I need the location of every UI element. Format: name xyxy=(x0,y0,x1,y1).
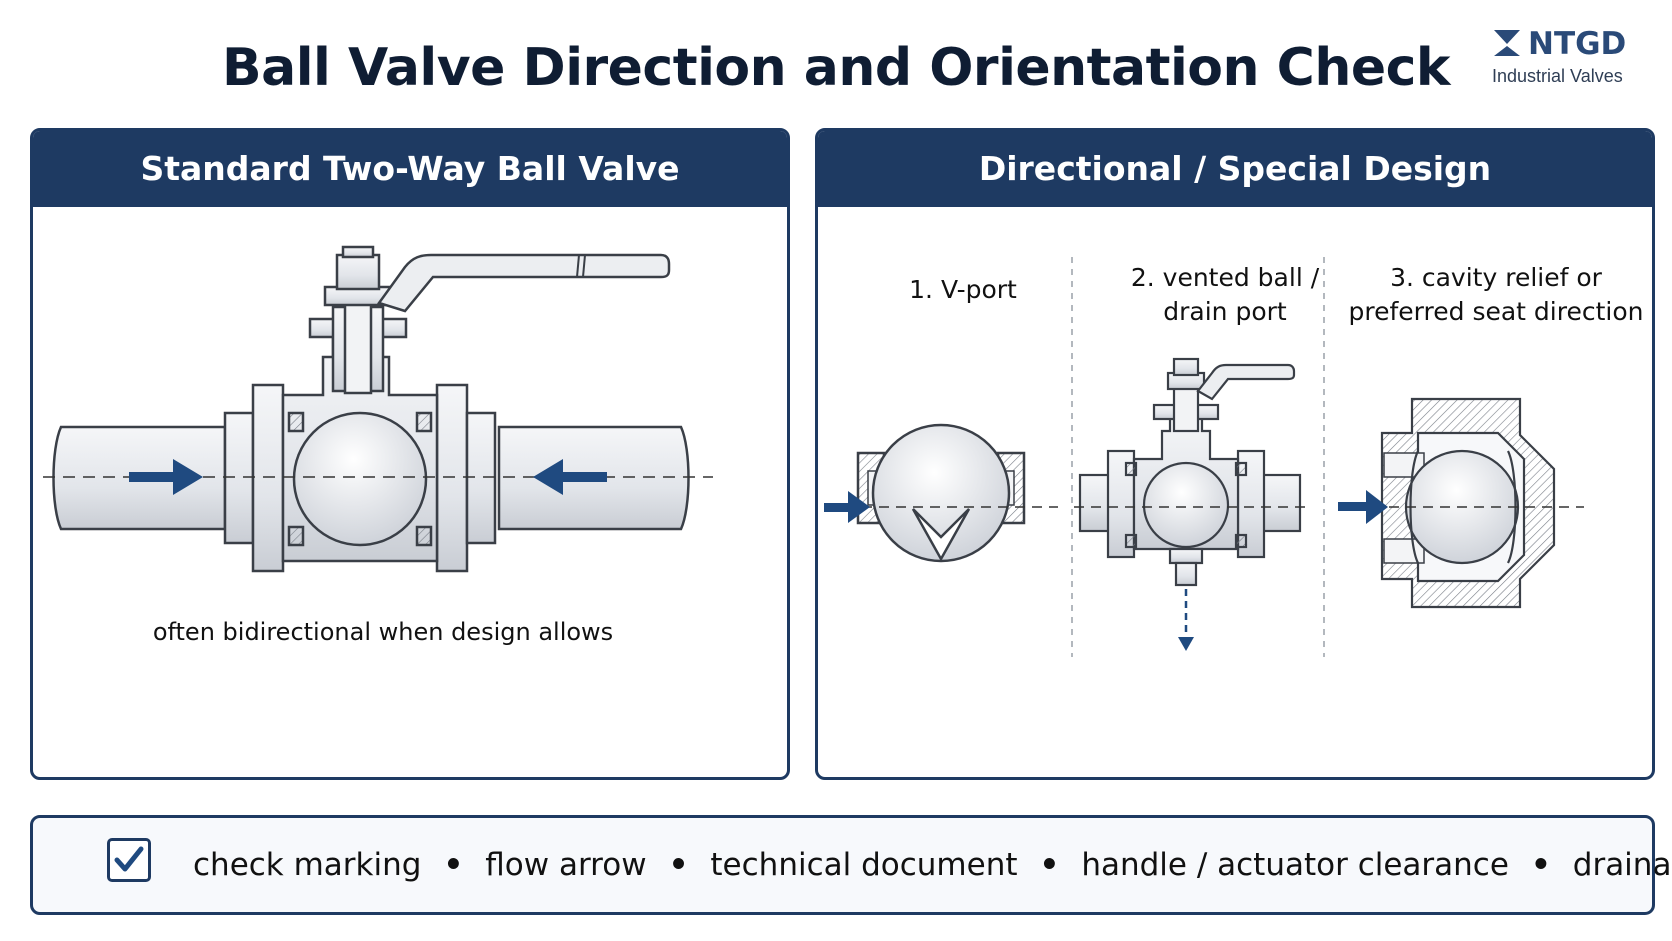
standard-valve-panel: Standard Two-Way Ball Valve xyxy=(30,128,790,780)
brand-logo: NTGD Industrial Valves xyxy=(1492,26,1652,87)
checkbox-checked-icon xyxy=(107,838,151,882)
vport-ball-drawing xyxy=(856,423,1026,563)
directional-design-header: Directional / Special Design xyxy=(818,131,1652,207)
page-title: Ball Valve Direction and Orientation Che… xyxy=(221,38,1451,98)
left-flange xyxy=(223,411,255,545)
standard-valve-caption: often bidirectional when design allows xyxy=(152,618,614,646)
checklist-bar: check marking • flow arrow • technical docum… xyxy=(30,815,1672,915)
separator-dot: • xyxy=(1039,847,1060,883)
checklist-item-marking: check marking xyxy=(193,847,422,883)
logo-brand-text: NTGD xyxy=(1528,26,1627,62)
standard-ball-valve-illustration xyxy=(43,245,713,573)
cavity-relief-drawing xyxy=(1380,397,1556,609)
v-notch-icon xyxy=(911,508,971,562)
vport-flow-arrow-icon xyxy=(824,491,870,523)
vented-ball-label: 2. vented ball / drain port xyxy=(1130,263,1320,326)
ball xyxy=(292,411,428,547)
checklist-items: check marking • flow arrow • technical docum… xyxy=(193,818,1672,912)
vented-valve-drawing xyxy=(1078,357,1302,587)
checklist-item-flow-arrow: flow arrow xyxy=(485,847,647,883)
checklist-item-drainage: drainage xyxy=(1572,847,1672,883)
cavity-relief-label: 3. cavity relief or preferred seat direc… xyxy=(1348,263,1644,326)
stem-nut xyxy=(335,253,381,291)
cavity-flow-arrow-icon xyxy=(1338,490,1388,524)
checklist-item-clearance: handle / actuator clearance xyxy=(1081,847,1509,883)
ntgd-logo-icon xyxy=(1494,30,1520,56)
handle xyxy=(376,253,671,313)
checklist-item-technical-document: technical document xyxy=(710,847,1018,883)
stem xyxy=(343,301,373,395)
flow-arrow-left-icon xyxy=(533,459,607,495)
right-flange xyxy=(435,383,469,573)
directional-valves-illustration xyxy=(824,257,1584,657)
directional-design-panel: Directional / Special Design 1. V-port 2… xyxy=(815,128,1655,780)
mini-handle xyxy=(1196,363,1296,401)
separator-dot: • xyxy=(1530,847,1551,883)
drain-arrow-icon xyxy=(1178,589,1194,651)
standard-valve-header: Standard Two-Way Ball Valve xyxy=(33,131,787,207)
flow-arrow-right-icon xyxy=(129,459,203,495)
logo-tagline: Industrial Valves xyxy=(1492,66,1623,86)
separator-dot: • xyxy=(443,847,464,883)
vport-label: 1. V-port xyxy=(909,275,1017,304)
drain-plug xyxy=(1168,547,1204,565)
separator-dot: • xyxy=(668,847,689,883)
